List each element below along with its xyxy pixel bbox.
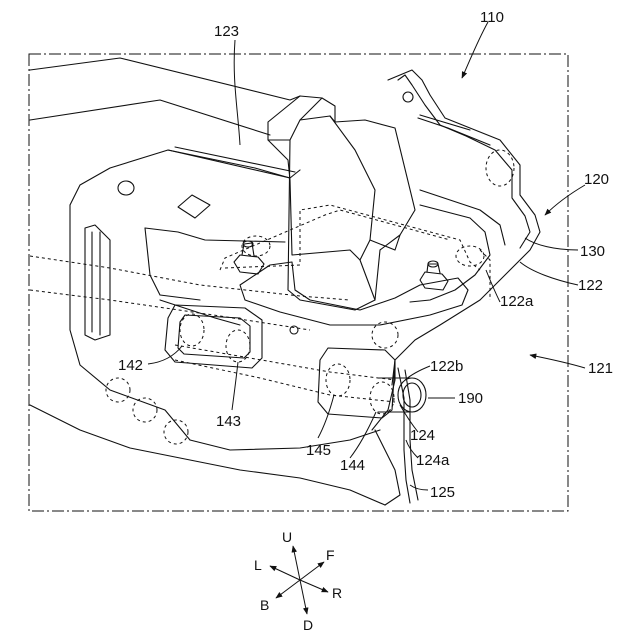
label-125: 125 xyxy=(430,484,455,501)
leader-lines xyxy=(148,22,585,490)
direction-indicator xyxy=(270,546,328,614)
reference-labels: 110 123 120 130 122 122a 121 122b 142 14… xyxy=(118,9,613,501)
label-122b: 122b xyxy=(430,358,463,375)
label-144: 144 xyxy=(340,457,365,474)
upper-member xyxy=(30,58,300,100)
bolt-left xyxy=(234,255,264,274)
direction-right-label: R xyxy=(332,585,342,601)
label-123: 123 xyxy=(214,23,239,40)
label-124a: 124a xyxy=(416,452,450,469)
label-142: 142 xyxy=(118,357,143,374)
label-121: 121 xyxy=(588,360,613,377)
bracket-plate-123 xyxy=(70,150,290,205)
label-122: 122 xyxy=(578,277,603,294)
tab-bracket xyxy=(388,70,540,385)
direction-down-label: D xyxy=(303,617,313,633)
label-145: 145 xyxy=(306,442,331,459)
label-120: 120 xyxy=(584,171,609,188)
hidden-lines xyxy=(30,150,514,444)
square-hole xyxy=(178,195,210,218)
label-110: 110 xyxy=(480,9,504,26)
label-130: 130 xyxy=(580,243,605,260)
direction-front-label: F xyxy=(326,547,335,563)
label-143: 143 xyxy=(216,413,241,430)
component-drawing xyxy=(30,58,540,505)
direction-up-label: U xyxy=(282,529,292,545)
label-124: 124 xyxy=(410,427,435,444)
label-190: 190 xyxy=(458,390,483,407)
label-122a: 122a xyxy=(500,293,534,310)
direction-left-label: L xyxy=(254,557,262,573)
lower-panel xyxy=(30,405,385,505)
direction-back-label: B xyxy=(260,597,269,613)
